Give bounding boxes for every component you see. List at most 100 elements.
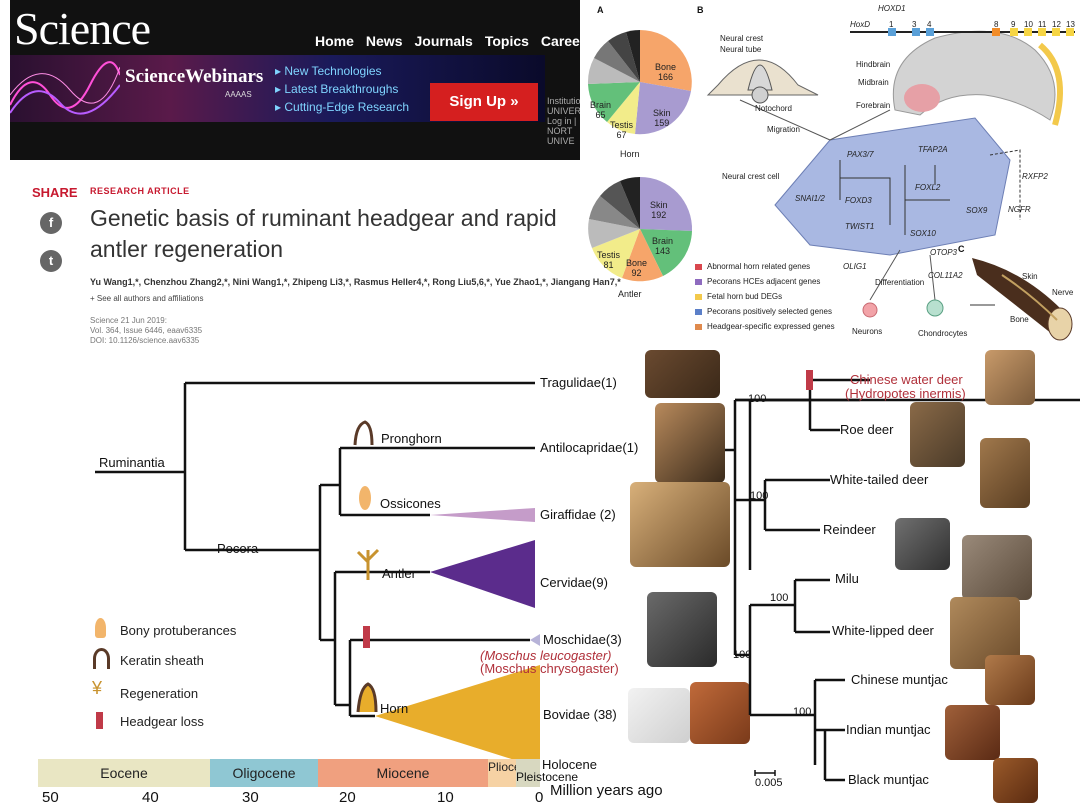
gene-category-legend: Abnormal horn related genes Pecorans HCE… [695,262,835,331]
bootstrap-value: 100 [750,490,769,502]
label-midbrain: Midbrain [858,78,889,87]
reindeer-photo [895,518,950,570]
gene-foxl2: FOXL2 [915,183,941,192]
nav-home[interactable]: Home [315,33,354,49]
nav-careers[interactable]: Careers [540,33,580,49]
era-miocene: Miocene [318,759,488,787]
taxon-roe-deer: Roe deer [840,422,894,437]
bootstrap-value: 100 [793,706,812,718]
institution-text: UNIVE [547,136,575,146]
twitter-icon[interactable]: t [40,250,62,272]
taxon-giraffidae: Giraffidae (2) [540,507,616,522]
headgear-loss-icon [96,712,103,729]
login-link[interactable]: Log in | [547,116,577,126]
moschus-chrysogaster: (Moschus chrysogaster) [480,661,619,676]
legend-swatch [695,293,702,300]
hox-number: 4 [927,20,932,29]
legend-entry: Abnormal horn related genes [695,262,835,271]
facebook-icon[interactable]: f [40,212,62,234]
scale-bar-label: 0.005 [755,777,783,789]
node-horn: Horn [380,701,409,716]
sign-up-button[interactable]: Sign Up » [430,83,538,121]
taxon-milu: Milu [835,571,859,586]
giraffidae-clade [430,508,535,522]
antler-caption: Antler [618,289,642,299]
banner-title: ScienceWebinars [125,66,264,87]
era-pleistocene-bar [516,759,540,787]
gene-olig1: OLIG1 [843,262,867,271]
era-holocene: Holocene [542,757,597,772]
era-pleistocene: Pleistocene [516,770,579,784]
article-type: RESEARCH ARTICLE [90,186,190,196]
indian-muntjac-photo [945,705,1000,760]
institution-text: Institutio [547,96,580,106]
science-header: Science Home News Journals Topics Careers Sc… [10,0,580,160]
panel-c-tag: C [958,244,965,254]
label-skin: Skin [1022,272,1038,281]
article-title: Genetic basis of ruminant headgear and r… [90,205,557,262]
taxon-antilocapridae: Antilocapridae(1) [540,440,639,455]
panel-a-tag: A [597,5,604,15]
giraffe-photo [630,482,730,567]
taxon-white-tailed-deer: White-tailed deer [830,472,929,487]
banner-wave-graphic [10,61,120,115]
hydropotes-inermis: (Hydropotes inermis) [845,386,966,401]
legend-swatch [695,278,702,285]
gene-hoxd1: HOXD1 [878,4,906,13]
pie-slice-testis [607,82,640,134]
moschus-leucogaster: (Moschus leucogaster) [480,648,612,663]
gene-hoxd: HoxD [850,20,871,29]
hox-number: 9 [1011,20,1016,29]
milu-photo [962,535,1032,600]
gene-sox9: SOX9 [966,206,988,215]
pie-slice-brain [640,229,692,276]
banner-item: ▸ Cutting-Edge Research [275,100,410,114]
goat-photo [628,688,690,743]
nav-topics[interactable]: Topics [484,33,529,49]
gene-snai12: SNAI1/2 [795,194,825,203]
gene-pax37: PAX3/7 [847,150,874,159]
nav-journals[interactable]: Journals [414,33,473,49]
gene-ngfr: NGFR [1008,205,1031,214]
author-list[interactable]: Yu Wang1,*, Chenzhou Zhang2,*, Nini Wang… [90,277,621,287]
pie-slice-bone [622,229,663,282]
label-differentiation: Differentiation [875,278,925,287]
affiliations-link[interactable]: + See all authors and affiliations [90,294,204,303]
regeneration-icon: ¥ [92,678,103,698]
bootstrap-value: 100 [748,393,767,405]
bootstrap-value: 100 [770,592,789,604]
legend-swatch [695,323,702,330]
gene-twist1: TWIST1 [845,222,875,231]
taxon-black-muntjac: Black muntjac [848,772,929,787]
label-bone: Bone [1010,315,1029,324]
hox-number: 13 [1066,20,1075,29]
science-logo[interactable]: Science [14,3,151,54]
citation-journal: Science 21 Jun 2019: [90,316,167,325]
label-migration: Migration [767,125,800,134]
institution-text: NORT [547,126,573,136]
axis-tick: 20 [339,789,356,806]
taxon-moschidae: Moschidae(3) [543,632,622,647]
cervidae-clade [430,540,535,608]
hox-number: 3 [912,20,917,29]
legend-entry: Pecorans positively selected genes [695,307,835,316]
node-antler: Antler [382,566,416,581]
pronghorn-photo [655,403,725,483]
antler-section-diagram [972,258,1073,341]
label-notochord: Notochord [755,104,792,113]
geologic-timescale: Eocene Oligocene Miocene Pliocene [38,759,540,787]
white-tailed-deer-photo [980,438,1030,508]
pie-slice-bone [640,30,692,91]
bootstrap-value: 100 [733,649,752,661]
hox-number: 10 [1024,20,1033,29]
webinar-banner[interactable]: ScienceWebinars AAAAS ▸ New Technologies… [10,55,545,122]
nav-news[interactable]: News [365,33,403,49]
label-neural-crest-cell: Neural crest cell [722,172,780,181]
citation-doi[interactable]: DOI: 10.1126/science.aav6335 [90,336,200,345]
